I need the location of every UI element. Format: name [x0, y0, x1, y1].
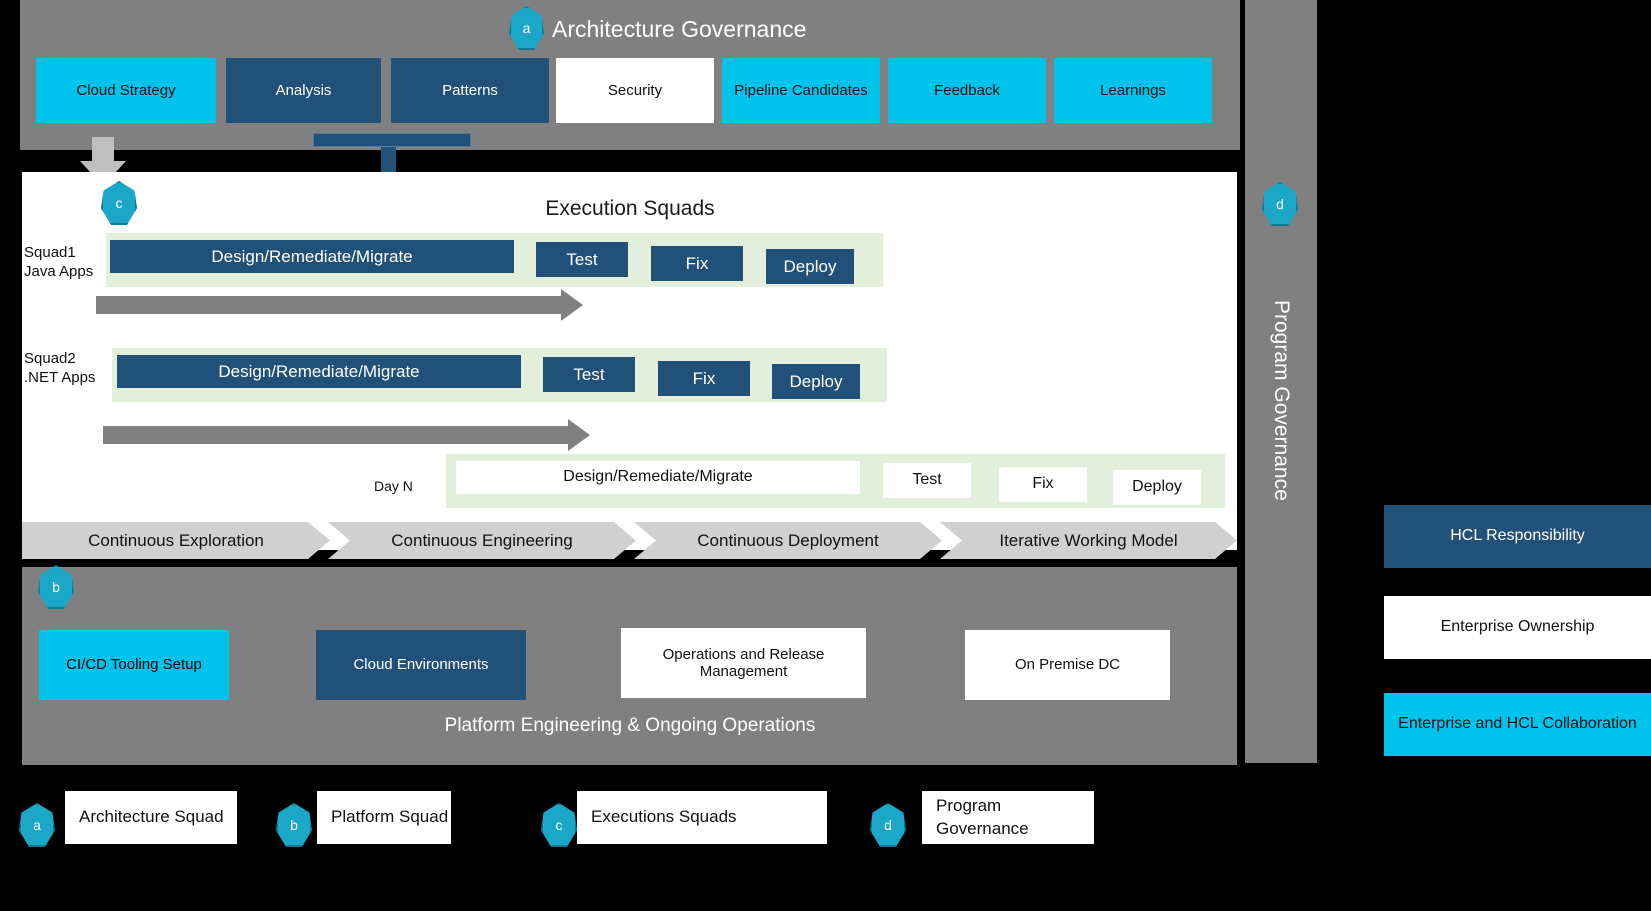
platform-box-cloud-environments[interactable]: Cloud Environments [316, 630, 526, 700]
footnote-badge-c-label: c [555, 816, 563, 833]
dayn-task-test[interactable]: Test [883, 463, 971, 498]
squad2-progress-arrow-shaft [103, 426, 568, 444]
squad1-task-test[interactable]: Test [536, 242, 628, 277]
badge-d-program-governance-label: d [1276, 195, 1284, 212]
squad2-task-fix[interactable]: Fix [658, 361, 750, 396]
gov-box-learnings[interactable]: Learnings [1054, 58, 1212, 123]
phase-iterative-working-model[interactable]: Iterative Working Model [940, 522, 1237, 559]
footnote-badge-c: c [541, 803, 577, 847]
squad1-label-line1: Squad1 [24, 244, 76, 261]
dayn-task-fix[interactable]: Fix [999, 467, 1087, 502]
badge-c-execution: c [101, 181, 137, 225]
dayn-task-deploy[interactable]: Deploy [1113, 470, 1201, 505]
architecture-governance-title: Architecture Governance [552, 15, 807, 42]
footnote-badge-b-label: b [290, 816, 298, 833]
squad2-label-line1: Squad2 [24, 350, 76, 367]
program-governance-label-wrap: Program Governance [1245, 260, 1317, 540]
gov-box-security[interactable]: Security [556, 58, 714, 123]
legend-hcl-responsibility: HCL Responsibility [1384, 505, 1651, 568]
phase-continuous-engineering[interactable]: Continuous Engineering [328, 522, 636, 559]
badge-a-governance-label: a [522, 19, 531, 36]
phase-continuous-exploration[interactable]: Continuous Exploration [22, 522, 330, 559]
legend-enterprise-hcl-collaboration: Enterprise and HCL Collaboration [1384, 693, 1651, 756]
legend-enterprise-ownership: Enterprise Ownership [1384, 596, 1651, 659]
squad1-label: Squad1 Java Apps [24, 244, 119, 282]
gov-box-patterns[interactable]: Patterns [391, 58, 549, 123]
squad2-task-test[interactable]: Test [543, 357, 635, 392]
footnote-box-program-governance: Program Governance [922, 791, 1094, 844]
footnote-badge-a: a [19, 803, 55, 847]
platform-engineering-title: Platform Engineering & Ongoing Operation… [444, 715, 816, 737]
footnote-box-architecture-squad: Architecture Squad [65, 791, 237, 844]
squad1-task-deploy[interactable]: Deploy [766, 249, 854, 284]
squad2-label: Squad2 .NET Apps [24, 350, 119, 388]
platform-box-operations-release-management[interactable]: Operations and Release Management [621, 628, 866, 698]
badge-b-platform-label: b [52, 578, 60, 595]
gov-box-cloud-strategy[interactable]: Cloud Strategy [36, 58, 216, 123]
squad1-progress-arrow-shaft [96, 296, 561, 314]
footnote-box-platform-squad: Platform Squad [317, 791, 451, 844]
badge-c-execution-label: c [115, 194, 123, 211]
dayn-label-line1: Day N [374, 478, 413, 494]
footnote-badge-a-label: a [33, 816, 41, 833]
footnote-badge-d-label: d [884, 816, 892, 833]
program-governance-bar [1245, 0, 1317, 763]
gov-box-feedback[interactable]: Feedback [888, 58, 1046, 123]
squad1-task-design[interactable]: Design/Remediate/Migrate [110, 240, 514, 273]
squad1-label-line2: Java Apps [24, 262, 94, 280]
squad1-task-fix[interactable]: Fix [651, 246, 743, 281]
footnote-badge-d: d [870, 803, 906, 847]
connector-bar-analysis-patterns [313, 133, 471, 147]
platform-box-cicd-tooling-setup[interactable]: CI/CD Tooling Setup [39, 630, 229, 700]
squad2-progress-arrow-head [568, 419, 590, 451]
squad2-task-deploy[interactable]: Deploy [772, 364, 860, 399]
dayn-task-design[interactable]: Design/Remediate/Migrate [456, 461, 860, 494]
phase-continuous-deployment[interactable]: Continuous Deployment [634, 522, 942, 559]
footnote-box-executions-squads: Executions Squads [577, 791, 827, 844]
program-governance-label: Program Governance [1270, 299, 1294, 501]
squad2-task-design[interactable]: Design/Remediate/Migrate [117, 355, 521, 388]
footnote-badge-b: b [276, 803, 312, 847]
squad2-label-line2: .NET Apps [24, 368, 96, 386]
dayn-label: Day N [374, 478, 454, 496]
squad1-progress-arrow-head [561, 289, 583, 321]
gov-box-pipeline-candidates[interactable]: Pipeline Candidates [722, 58, 880, 123]
arrow-cloud-strategy-shaft [92, 137, 114, 161]
execution-squads-title: Execution Squads [545, 196, 715, 220]
platform-box-on-premise-dc[interactable]: On Premise DC [965, 630, 1170, 700]
gov-box-analysis[interactable]: Analysis [226, 58, 381, 123]
